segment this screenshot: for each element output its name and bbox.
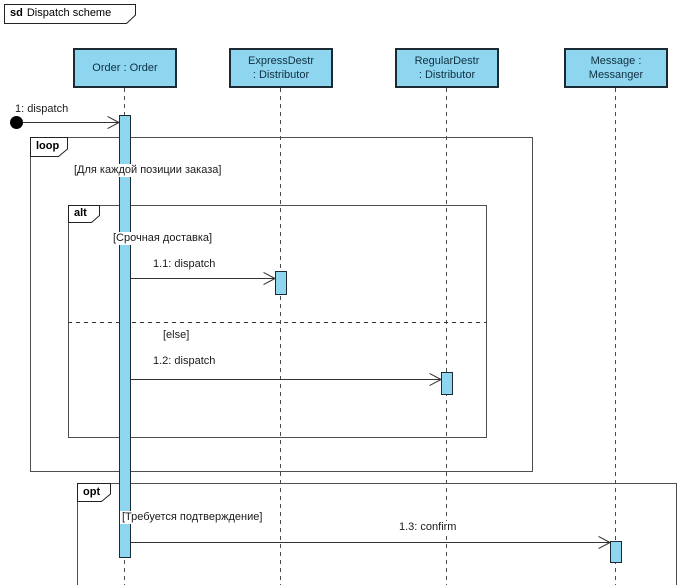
open-arrowhead-icon — [262, 272, 275, 285]
found-message-endpoint — [10, 116, 23, 129]
diagram-title-tab: sd Dispatch scheme — [4, 4, 136, 24]
lifeline-expressdestr — [280, 88, 281, 585]
pentagon-shape — [4, 4, 136, 24]
message-label-1-3: 1.3: confirm — [397, 521, 459, 534]
open-arrowhead-icon — [106, 116, 119, 129]
loop-operator-label: loop — [36, 140, 60, 152]
loop-fragment-frame — [30, 137, 533, 472]
message-label-1-2: 1.2: dispatch — [151, 355, 218, 368]
lifeline-head-order: Order : Order — [73, 48, 177, 88]
opt-operator-tab: opt — [77, 483, 111, 502]
diagram-name: Dispatch scheme — [26, 7, 112, 19]
pentagon-shape — [30, 137, 68, 157]
loop-operator-tab: loop — [30, 137, 68, 157]
activation-regulardestr — [441, 372, 453, 395]
alt-guard-label: [Срочная доставка] — [111, 232, 215, 245]
opt-operator-label: opt — [83, 485, 101, 498]
lifeline-head-label: RegularDestr — [414, 55, 480, 67]
sd-keyword: sd — [10, 7, 23, 19]
pentagon-shape — [68, 205, 100, 223]
open-arrowhead-icon — [428, 373, 441, 386]
alt-fragment-frame — [68, 205, 487, 438]
alt-operator-label: alt — [74, 207, 87, 219]
message-arrow-1 — [23, 122, 119, 123]
lifeline-head-message: Message : Messanger — [564, 48, 668, 88]
lifeline-head-label: Order : Order — [92, 62, 158, 74]
lifeline-head-label: : Distributor — [252, 69, 310, 81]
message-arrow-1-2 — [131, 379, 441, 380]
message-label-1: 1: dispatch — [13, 103, 71, 116]
lifeline-regulardestr — [446, 88, 447, 585]
activation-message — [610, 541, 622, 563]
diagram-title: sd Dispatch scheme — [10, 4, 111, 24]
activation-order — [119, 115, 131, 558]
lifeline-head-expressdestr: ExpressDestr : Distributor — [229, 48, 333, 88]
lifeline-head-label: ExpressDestr — [247, 55, 315, 67]
pentagon-shape — [77, 483, 111, 502]
message-arrow-1-3 — [131, 542, 610, 543]
activation-expressdestr — [275, 271, 287, 295]
message-label-1-1: 1.1: dispatch — [151, 258, 218, 271]
alt-operator-tab: alt — [68, 205, 100, 223]
lifeline-head-label: Message : — [590, 55, 642, 67]
lifeline-head-regulardestr: RegularDestr : Distributor — [395, 48, 499, 88]
opt-guard-label: [Требуется подтверждение] — [120, 511, 265, 524]
lifeline-head-label: : Distributor — [418, 69, 476, 81]
alt-else-divider — [68, 322, 487, 323]
alt-else-label: [else] — [161, 329, 192, 342]
loop-guard-label: [Для каждой позиции заказа] — [72, 164, 224, 177]
lifeline-message — [615, 88, 616, 585]
open-arrowhead-icon — [597, 536, 610, 549]
opt-fragment-frame — [77, 483, 677, 585]
message-arrow-1-1 — [131, 278, 275, 279]
lifeline-head-label: Messanger — [588, 69, 644, 81]
